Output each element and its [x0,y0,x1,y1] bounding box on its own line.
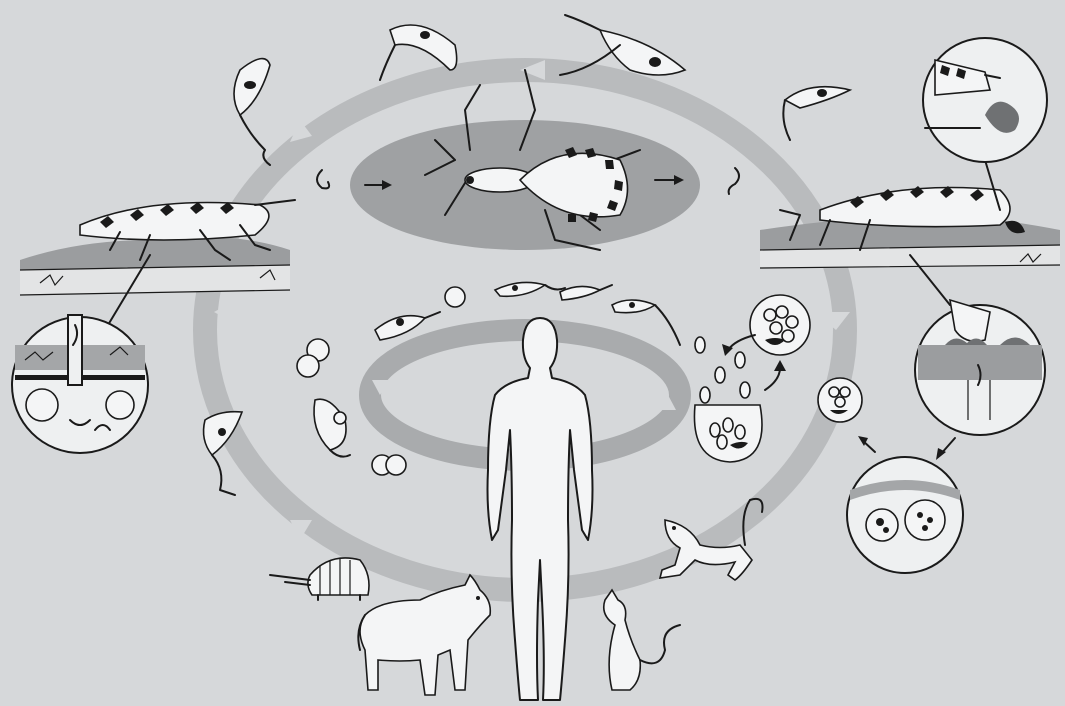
trypomastigote-mid-3 [560,285,612,300]
dog [358,575,490,695]
cat [604,590,680,690]
triatomine-bug-left [20,200,295,295]
magnifier-callout-right-top [923,38,1047,210]
trypomastigote-small-right [729,168,739,194]
human-figure [488,318,593,700]
amastigote-pair-left [297,339,329,377]
pseudocyst-right [818,378,862,422]
trypomastigote-mid-2 [495,282,565,296]
trypomastigote-top-left [234,59,270,165]
armadillo [270,558,369,600]
magnifier-callout-right-middle [910,255,1045,435]
pseudocyst-large [750,295,810,355]
magnifier-callout-right-bottom [847,457,963,573]
trypomastigote-right-top [783,87,850,140]
cell-rupturing [694,337,762,462]
trypomastigote-small-left [317,170,329,188]
